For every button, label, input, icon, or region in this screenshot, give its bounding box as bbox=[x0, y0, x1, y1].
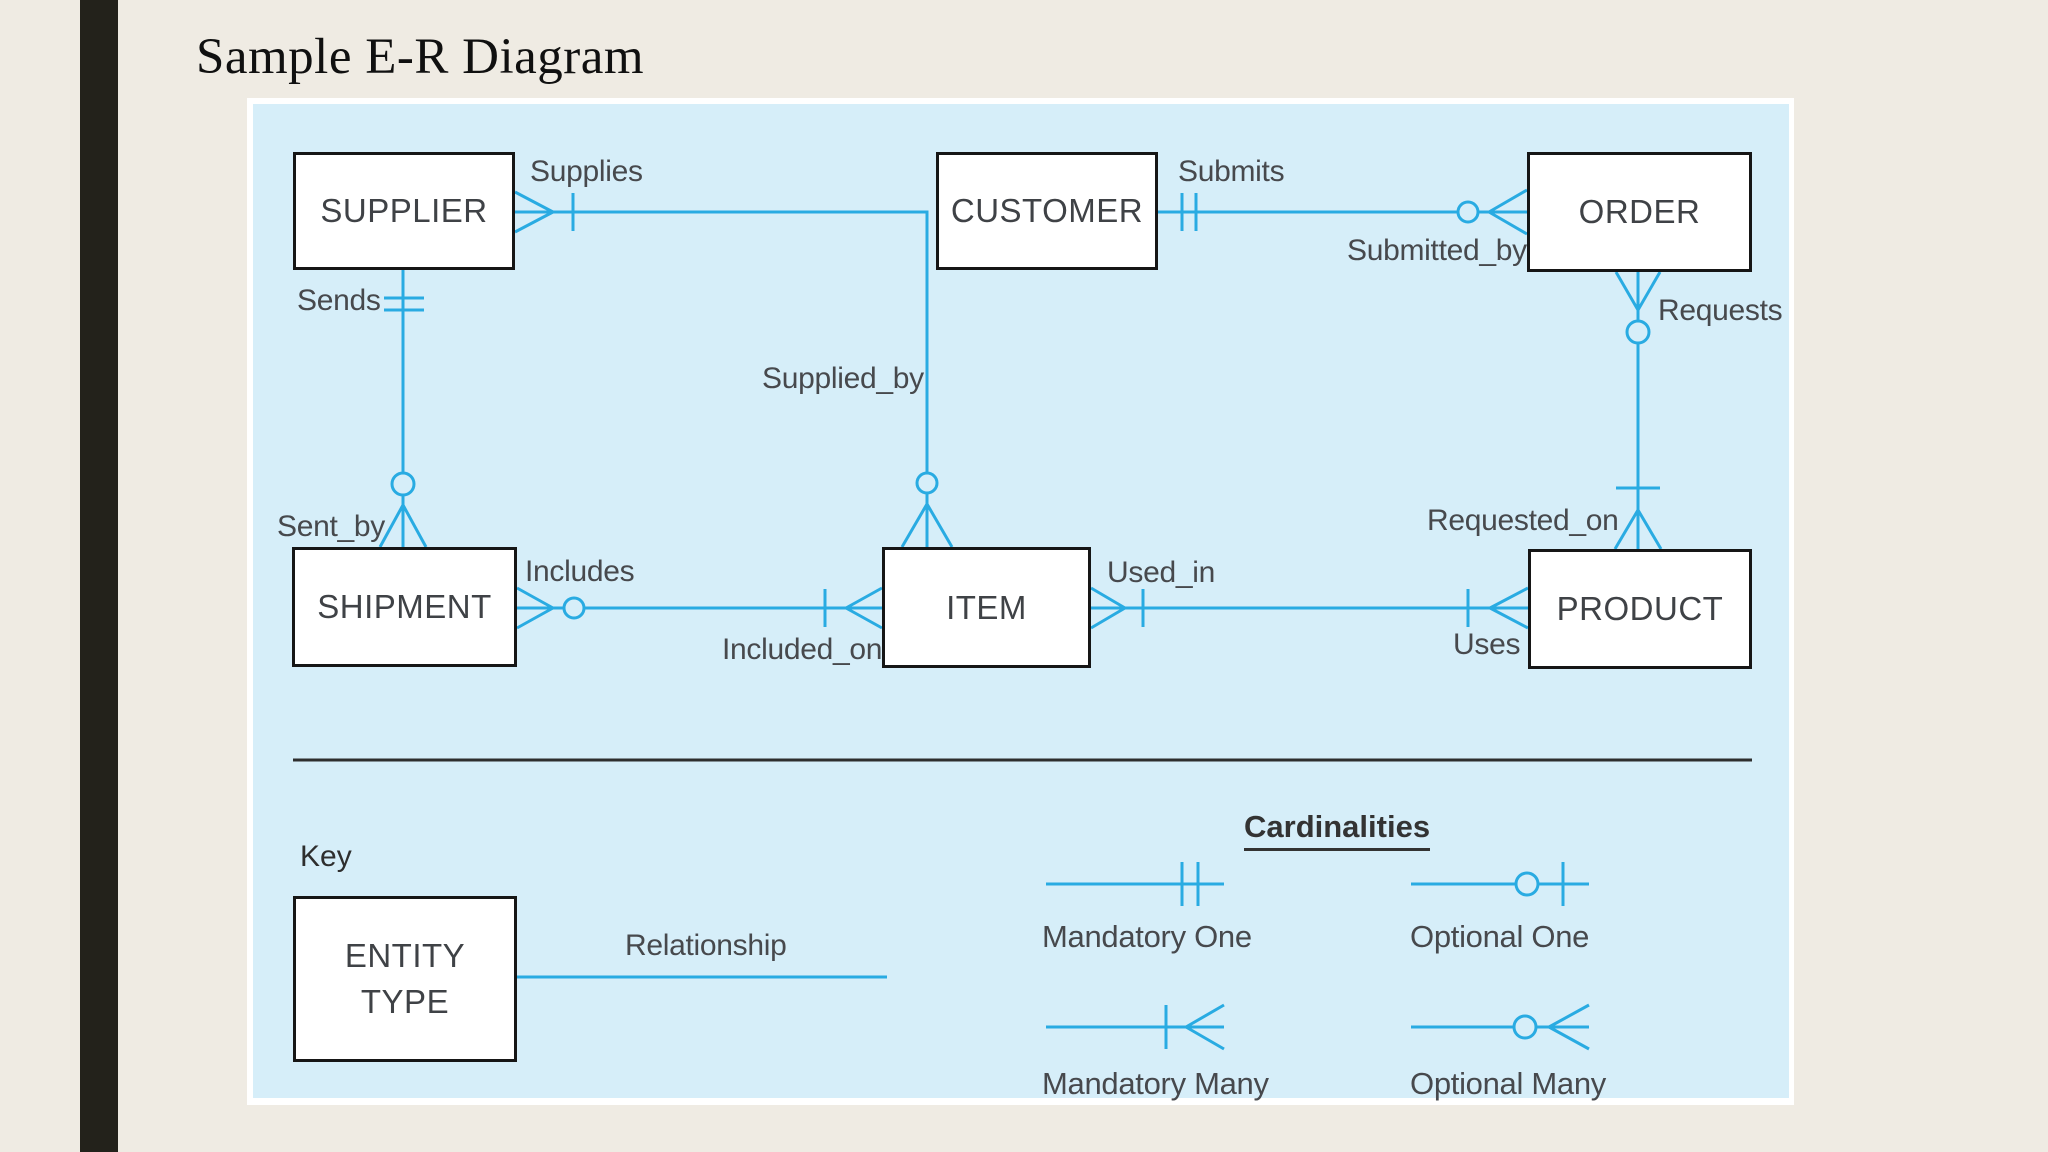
optional-many-label: Optional Many bbox=[1410, 1066, 1606, 1101]
mandatory-many-icon bbox=[1046, 1003, 1225, 1051]
page-title: Sample E-R Diagram bbox=[196, 29, 645, 85]
entity-order: ORDER bbox=[1527, 152, 1752, 272]
left-accent-stripe bbox=[80, 0, 118, 1152]
mandatory-one-icon bbox=[1046, 862, 1224, 906]
key-entity-type-line2: TYPE bbox=[360, 983, 450, 1020]
entity-customer: CUSTOMER bbox=[936, 152, 1158, 270]
label-submits: Submits bbox=[1178, 155, 1285, 188]
entity-item: ITEM bbox=[882, 547, 1091, 668]
mandatory-many-label: Mandatory Many bbox=[1042, 1066, 1269, 1101]
label-requests: Requests bbox=[1658, 294, 1783, 327]
entity-product: PRODUCT bbox=[1528, 549, 1752, 669]
label-submitted-by: Submitted_by bbox=[1347, 234, 1527, 267]
label-sends: Sends bbox=[297, 284, 381, 317]
mandatory-one-label: Mandatory One bbox=[1042, 919, 1252, 954]
entity-shipment: SHIPMENT bbox=[292, 547, 517, 667]
label-used-in: Used_in bbox=[1107, 556, 1215, 589]
optional-many-icon bbox=[1411, 1003, 1590, 1051]
optional-one-icon bbox=[1411, 862, 1589, 906]
label-sent-by: Sent_by bbox=[277, 510, 385, 543]
key-relationship-label: Relationship bbox=[625, 929, 787, 962]
label-included-on: Included_on bbox=[722, 633, 883, 666]
label-uses: Uses bbox=[1453, 628, 1521, 661]
key-heading: Key bbox=[300, 840, 352, 873]
key-entity-type-box: ENTITY TYPE bbox=[293, 896, 517, 1062]
label-supplied-by: Supplied_by bbox=[762, 362, 924, 395]
label-includes: Includes bbox=[525, 555, 635, 588]
key-entity-type-line1: ENTITY bbox=[344, 937, 466, 974]
entity-supplier: SUPPLIER bbox=[293, 152, 515, 270]
cardinalities-heading: Cardinalities bbox=[1244, 809, 1431, 851]
optional-one-label: Optional One bbox=[1410, 919, 1590, 954]
label-requested-on: Requested_on bbox=[1427, 504, 1619, 537]
label-supplies: Supplies bbox=[530, 155, 643, 188]
